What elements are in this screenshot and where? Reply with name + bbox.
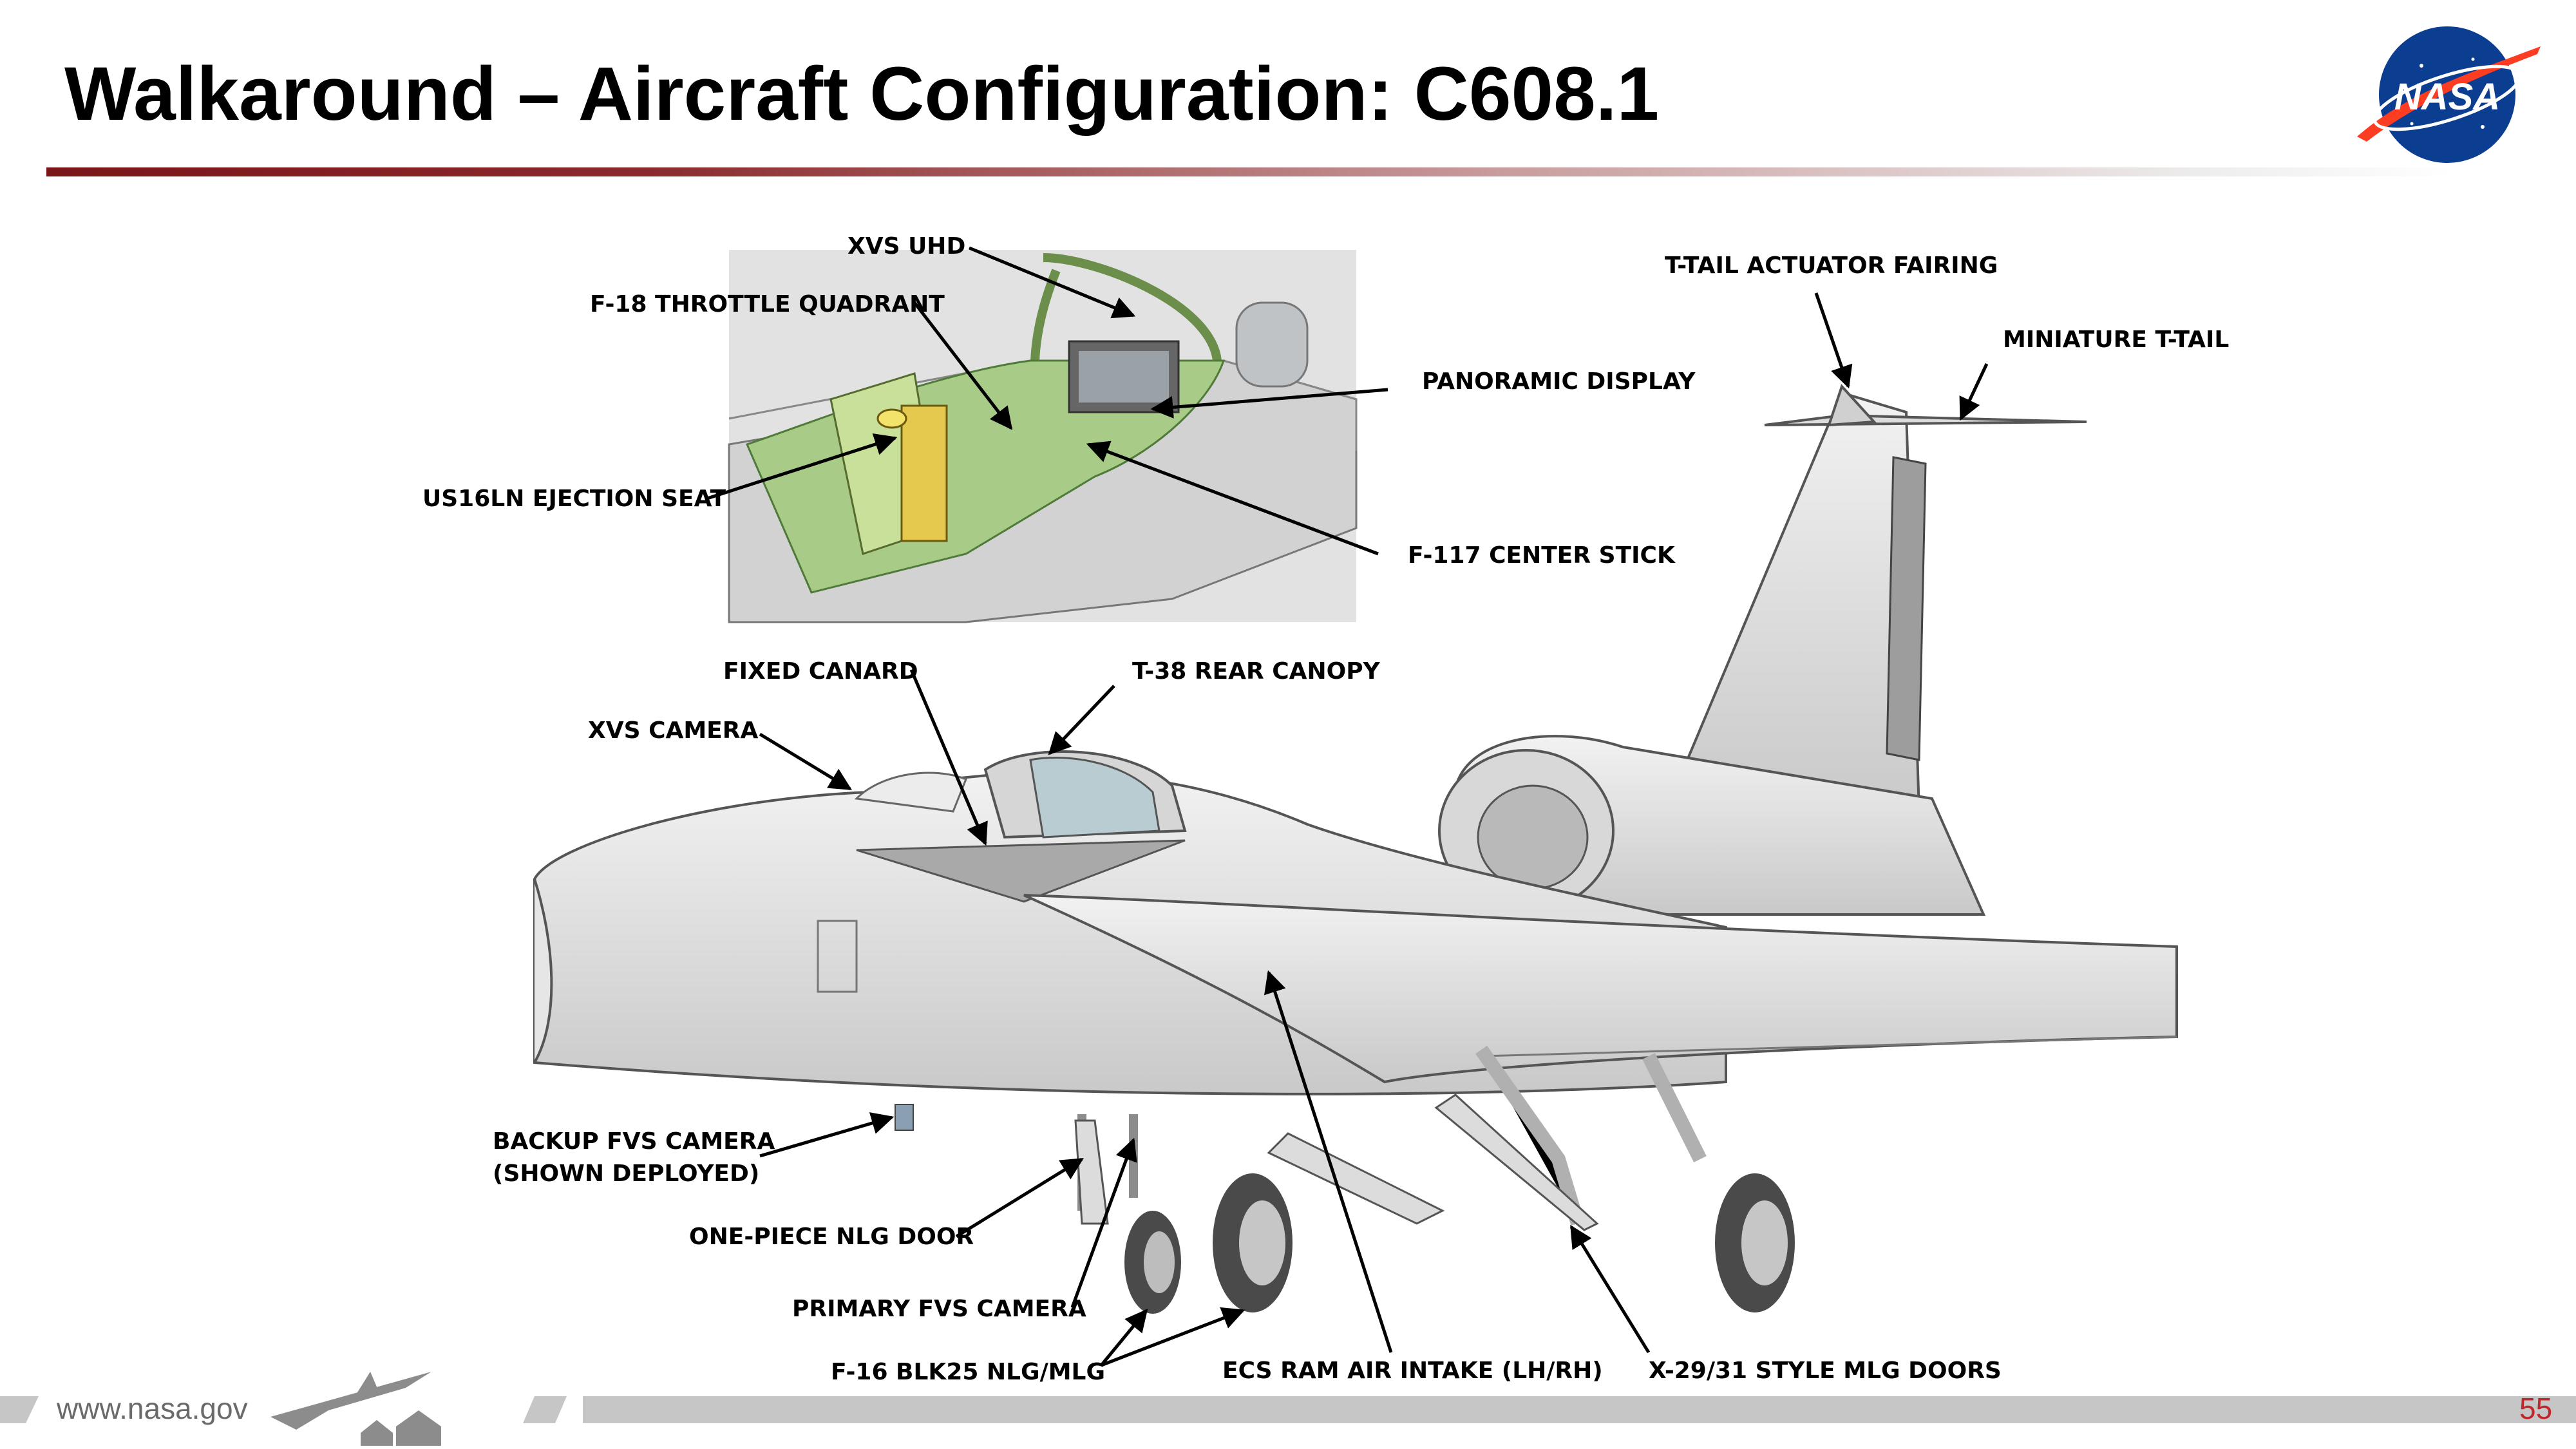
page-title: Walkaround – Aircraft Configuration: C60… <box>64 52 1660 137</box>
label-backup-fvs-line2: (SHOWN DEPLOYED) <box>493 1160 760 1188</box>
leader-arrows <box>705 246 1989 1367</box>
label-throttle-quadrant: F-18 THROTTLE QUADRANT <box>590 291 945 317</box>
cockpit-inset <box>728 250 1358 623</box>
label-ejection-seat: US16LN EJECTION SEAT <box>422 486 726 512</box>
wing <box>1023 894 2178 1084</box>
x59-aircraft-over-houses-icon <box>270 1372 441 1446</box>
label-miniature-ttail: MINIATURE T-TAIL <box>2003 327 2230 353</box>
label-backup-fvs-line1: BACKUP FVS CAMERA <box>493 1128 775 1155</box>
page-number: 55 <box>2519 1392 2553 1425</box>
label-ttail-actuator-fairing: T-TAIL ACTUATOR FAIRING <box>1665 252 1998 279</box>
nose-wheel <box>1124 1211 1181 1314</box>
title-divider <box>46 167 2455 176</box>
nasa-logo-text: NASA <box>2394 76 2500 118</box>
label-backup-fvs-camera: BACKUP FVS CAMERA (SHOWN DEPLOYED) <box>493 1126 775 1191</box>
label-ecs-ram-air-intake: ECS RAM AIR INTAKE (LH/RH) <box>1222 1358 1603 1384</box>
footer-bar <box>583 1396 2576 1423</box>
landing-gear <box>895 1045 1795 1314</box>
label-xvs-uhd: XVS UHD <box>848 233 966 260</box>
label-fixed-canard: FIXED CANARD <box>723 658 918 685</box>
nasa-logo-icon: NASA <box>2357 26 2541 163</box>
footer-url[interactable]: www.nasa.gov <box>57 1392 248 1425</box>
label-center-stick: F-117 CENTER STICK <box>1408 542 1675 569</box>
label-nlg-mlg: F-16 BLK25 NLG/MLG <box>831 1359 1106 1385</box>
label-rear-canopy: T-38 REAR CANOPY <box>1132 658 1380 685</box>
label-xvs-camera: XVS CAMERA <box>588 717 759 744</box>
main-wheel-left <box>1213 1173 1293 1312</box>
label-nlg-door: ONE-PIECE NLG DOOR <box>689 1224 974 1250</box>
footer-decoration <box>0 1396 567 1423</box>
label-panoramic-display: PANORAMIC DISPLAY <box>1422 368 1696 395</box>
label-primary-fvs-camera: PRIMARY FVS CAMERA <box>792 1296 1086 1322</box>
vertical-tail <box>1685 384 2087 813</box>
engine-nacelle <box>1438 735 1986 916</box>
main-wheel-right <box>1715 1173 1795 1312</box>
label-mlg-doors: X-29/31 STYLE MLG DOORS <box>1649 1358 2002 1384</box>
